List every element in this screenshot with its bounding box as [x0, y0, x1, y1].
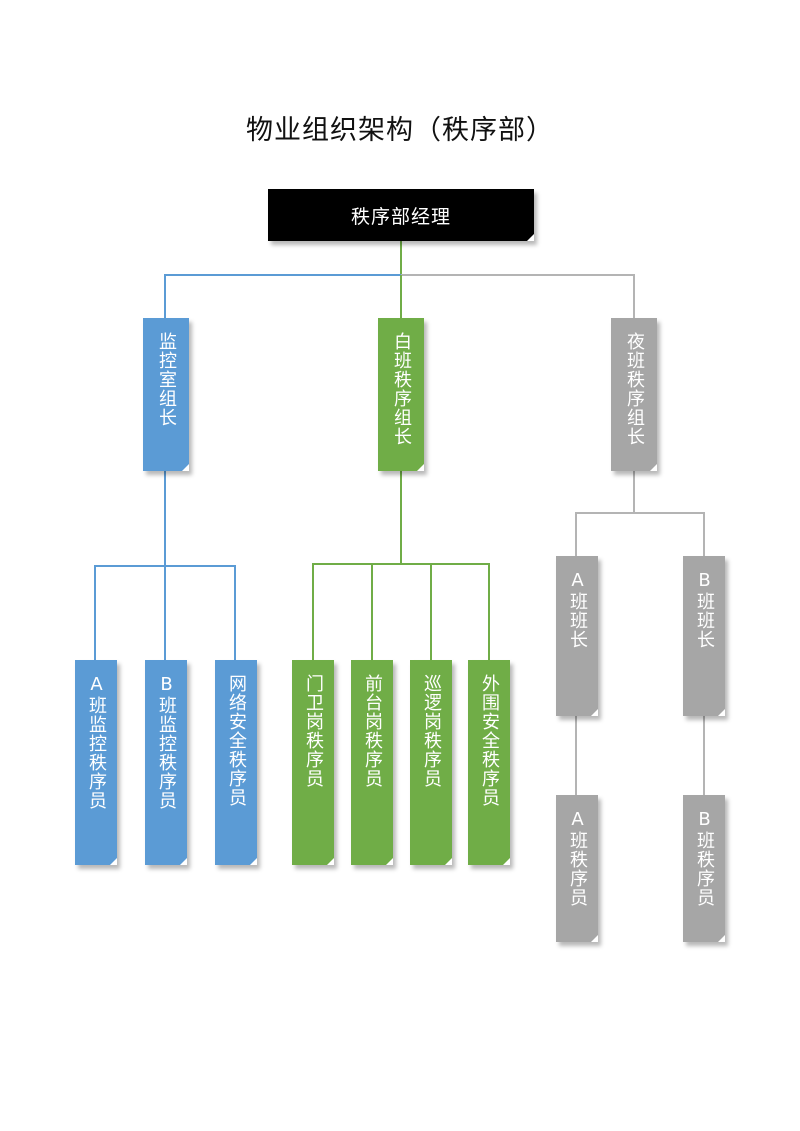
day-lead-node: 白班秩序组长 — [378, 318, 424, 471]
day-member-label: 前台岗秩序员 — [362, 674, 383, 788]
night-shift-lead-label: A班班长 — [567, 570, 588, 649]
monitor-member-label: A班监控秩序员 — [86, 674, 107, 810]
monitor-member-node: 网络安全秩序员 — [215, 660, 257, 865]
day-lead-label: 白班秩序组长 — [391, 332, 412, 446]
monitor-lead-label: 监控室组长 — [156, 332, 177, 427]
root-node: 秩序部经理 — [268, 189, 534, 241]
monitor-member-label: B班监控秩序员 — [156, 674, 177, 810]
day-member-node: 门卫岗秩序员 — [292, 660, 334, 865]
day-member-label: 外围安全秩序员 — [479, 674, 500, 807]
monitor-member-node: A班监控秩序员 — [75, 660, 117, 865]
night-shift-lead-node: B班班长 — [683, 556, 725, 716]
root-label: 秩序部经理 — [350, 205, 451, 228]
night-shift-lead-node: A班班长 — [556, 556, 598, 716]
page-title: 物业组织架构（秩序部） — [246, 115, 554, 146]
night-member-label: B班秩序员 — [694, 809, 715, 907]
night-member-label: A班秩序员 — [567, 809, 588, 907]
day-member-node: 外围安全秩序员 — [468, 660, 510, 865]
monitor-member-label: 网络安全秩序员 — [226, 674, 247, 807]
night-member-node: A班秩序员 — [556, 795, 598, 942]
night-shift-lead-label: B班班长 — [694, 570, 715, 649]
monitor-member-node: B班监控秩序员 — [145, 660, 187, 865]
day-member-node: 巡逻岗秩序员 — [410, 660, 452, 865]
night-member-node: B班秩序员 — [683, 795, 725, 942]
day-member-label: 巡逻岗秩序员 — [421, 674, 442, 788]
monitor-lead-node: 监控室组长 — [143, 318, 189, 471]
day-member-label: 门卫岗秩序员 — [303, 674, 324, 788]
day-member-node: 前台岗秩序员 — [351, 660, 393, 865]
night-lead-label: 夜班秩序组长 — [624, 332, 645, 446]
night-lead-node: 夜班秩序组长 — [611, 318, 657, 471]
